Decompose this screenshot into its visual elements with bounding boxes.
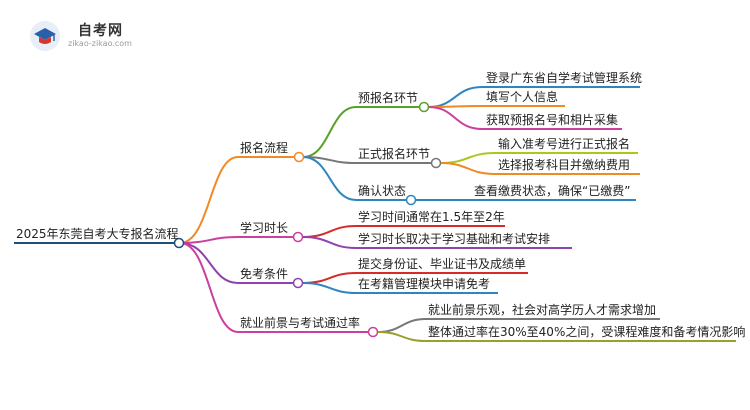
leaf-label: 选择报考科目并缴纳费用 (498, 158, 631, 172)
branch-node-dot (367, 326, 379, 338)
leaf-label: 提交身份证、毕业证书及成绩单 (358, 257, 527, 271)
logo-url: zikao-zikao.com (68, 39, 132, 48)
sub-confirm-status-label: 确认状态 (358, 184, 407, 198)
leaf-label: 获取预报名号和相片采集 (486, 113, 619, 127)
graduation-cap-logo-icon (30, 21, 60, 51)
leaf-label: 学习时间通常在1.5年至2年 (358, 210, 505, 224)
root-node-label: 2025年东莞自考大专报名流程 (16, 227, 179, 241)
branch-node-dot (292, 231, 304, 243)
sub-pre-registration-label: 预报名环节 (358, 91, 419, 105)
branch-employment-label: 就业前景与考试通过率 (240, 316, 361, 330)
branch-exemption-label: 免考条件 (240, 267, 289, 281)
branch-node-dot (292, 277, 304, 289)
branch-study-duration-label: 学习时长 (240, 221, 289, 235)
leaf-label: 查看缴费状态，确保“已缴费” (474, 184, 631, 198)
leaf-label: 输入准考号进行正式报名 (498, 137, 631, 151)
sub-node-dot (418, 101, 430, 113)
root-node-dot (173, 237, 185, 249)
sub-node-dot (430, 157, 442, 169)
branch-registration-label: 报名流程 (240, 141, 289, 155)
logo-brand: 自考网 (78, 23, 123, 39)
leaf-label: 填写个人信息 (486, 90, 559, 104)
leaf-label: 就业前景乐观，社会对高学历人才需求增加 (428, 303, 657, 317)
site-logo: 自考网 zikao-zikao.com (28, 18, 148, 52)
leaf-label: 学习时长取决于学习基础和考试安排 (358, 232, 551, 246)
leaf-label: 整体通过率在30%至40%之间，受课程难度和备考情况影响 (428, 325, 746, 339)
leaf-label: 登录广东省自学考试管理系统 (486, 71, 643, 85)
connector-root-registration (179, 156, 239, 244)
sub-node-dot (405, 194, 417, 206)
connector-root-exemption (179, 242, 239, 284)
branch-node-dot (293, 151, 305, 163)
sub-formal-registration-label: 正式报名环节 (358, 147, 431, 161)
connector-root-employment (179, 242, 239, 333)
leaf-label: 在考籍管理模块申请免考 (358, 277, 491, 291)
